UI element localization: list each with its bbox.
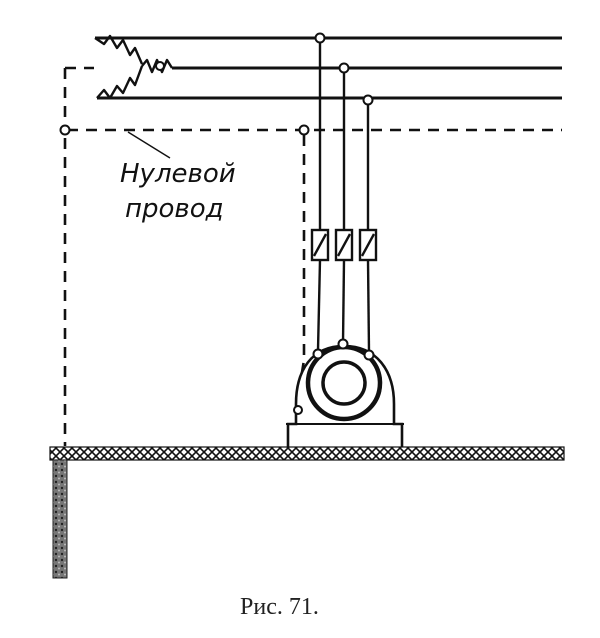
motor-terminal-3 [363, 349, 375, 361]
phase-wires [95, 36, 562, 100]
ground-surface [49, 446, 565, 461]
neutral-wire-label-2: провод [125, 194, 224, 224]
motor-terminal-2 [337, 338, 349, 350]
figure-caption: Рис. 71. [240, 594, 319, 620]
motor-frame-bolt [293, 405, 303, 415]
fuse-2 [334, 228, 354, 262]
motor-terminal-1 [312, 348, 324, 360]
junction-phase-1 [314, 32, 326, 44]
junction-winding [155, 61, 165, 71]
motor-rotor [321, 360, 367, 406]
neutral-wire-label: Нулевой [120, 159, 236, 189]
junction-points [59, 32, 374, 136]
earth-electrode [52, 459, 68, 579]
fuses [310, 228, 378, 262]
label-leader [127, 131, 171, 159]
junction-neutral-source [59, 124, 71, 136]
electric-motor [286, 338, 404, 447]
fuse-1 [310, 228, 330, 262]
motor-feeders [316, 38, 371, 353]
transformer-winding [94, 34, 174, 100]
fuse-3 [358, 228, 378, 262]
junction-phase-3 [362, 94, 374, 106]
junction-neutral-motor [298, 124, 310, 136]
junction-phase-2 [338, 62, 350, 74]
neutral-wire [63, 66, 562, 132]
